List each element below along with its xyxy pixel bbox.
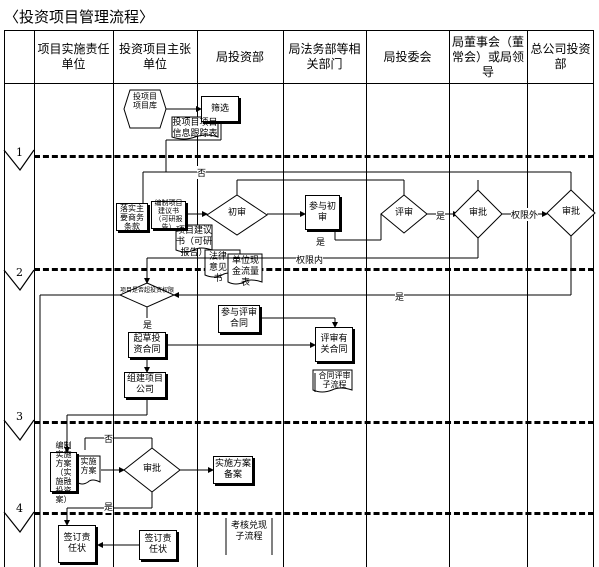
lane-divider xyxy=(113,30,114,567)
phase-number: 1 xyxy=(16,146,23,159)
hq-approve-decision: 审批 xyxy=(561,207,580,217)
edge-label-yes: 是 xyxy=(143,318,153,331)
legal-opinion-doc: 法律意见书 xyxy=(208,252,227,284)
contract-subflow-doc: 合同评审子流程 xyxy=(318,371,351,389)
make-plan-node: 编制实施方案（实施融投资案） xyxy=(50,441,77,504)
project-pool-node: 投项目项目库 xyxy=(133,92,157,110)
lane-header-board: 局董事会（董常会）或局领导 xyxy=(451,34,524,79)
sign-responsibility-left: 签订责任状 xyxy=(58,525,96,563)
phase-separator xyxy=(34,155,594,158)
screen-node: 筛选 xyxy=(201,96,239,122)
edge-label-yes: 是 xyxy=(316,235,326,248)
lane-header-proposer: 投资项目主张单位 xyxy=(118,42,191,71)
plan-approve-decision: 审批 xyxy=(142,464,161,474)
review-contract-node: 评审有关合同 xyxy=(315,327,353,362)
join-first-review-node: 参与初审 xyxy=(305,195,340,230)
lane-header-legal: 局法务部等相关部门 xyxy=(288,42,361,71)
edge-label-no: 否 xyxy=(104,432,114,445)
edge-label-out-of-limit: 权限外 xyxy=(511,208,539,221)
proposal-node: 编制项目建议书（可研报告） xyxy=(151,199,186,231)
phase-separator xyxy=(34,421,594,424)
review-decision: 评审 xyxy=(394,208,413,218)
form-company-node: 组建项目公司 xyxy=(124,372,166,398)
lane-header-committee: 局投委会 xyxy=(383,49,432,64)
phase-separator xyxy=(34,268,594,271)
edge-label-yes: 是 xyxy=(395,290,405,303)
swimlane-frame xyxy=(4,30,594,567)
edge-label-no: 否 xyxy=(197,166,207,179)
business-terms-node: 落实主要商务条款 xyxy=(116,203,148,231)
plan-doc: 实施方案 xyxy=(80,457,97,475)
draft-contract-node: 起草投资合同 xyxy=(128,332,166,358)
edge-label-yes: 是 xyxy=(436,209,446,222)
lane-divider xyxy=(197,30,198,567)
lane-divider xyxy=(34,30,35,567)
page-title: 〈投资项目管理流程〉 xyxy=(4,8,155,26)
first-review-decision: 初审 xyxy=(227,208,246,218)
bureau-approve-decision: 审批 xyxy=(468,208,487,218)
proposal-doc: 项目建议书（可研报告） xyxy=(176,226,213,258)
phase-number: 4 xyxy=(16,502,23,515)
lane-divider xyxy=(449,30,450,567)
edge-label-within-limit: 权限内 xyxy=(296,253,324,266)
sign-responsibility-right: 签订责任状 xyxy=(139,530,177,560)
edge-label-yes: 是 xyxy=(104,500,114,513)
lane-divider xyxy=(366,30,367,567)
lane-header-hq: 总公司投资部 xyxy=(530,42,591,71)
lane-header-investment: 局投资部 xyxy=(215,49,264,64)
join-contract-review-node: 参与评审合同 xyxy=(218,305,260,333)
lane-header-implement: 项目实施责任单位 xyxy=(37,42,110,71)
cashflow-doc: 单位现金流量表 xyxy=(231,256,259,288)
phase-number: 2 xyxy=(16,266,23,279)
assess-subflow-node: 考核兑现子流程 xyxy=(230,521,267,542)
header-divider xyxy=(4,83,594,84)
lane-divider xyxy=(527,30,528,567)
limit-decision: 项目是否超投资权限 xyxy=(120,287,175,294)
tracking-table-doc: 投项目项目信息跟踪表 xyxy=(172,118,218,139)
lane-divider xyxy=(283,30,284,567)
plan-filing-node: 实施方案备案 xyxy=(213,456,253,484)
phase-separator xyxy=(34,512,594,515)
phase-number: 3 xyxy=(16,410,23,423)
